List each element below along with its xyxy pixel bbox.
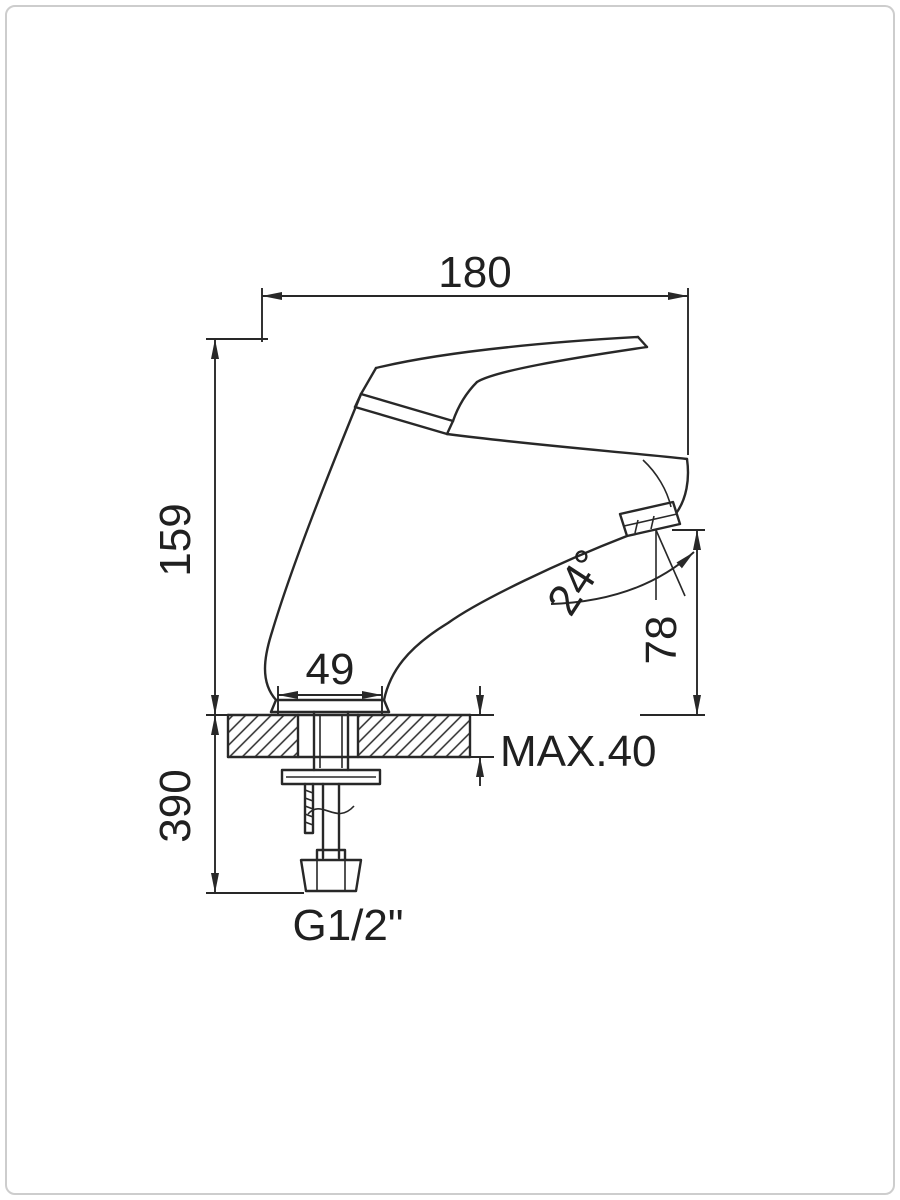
shank-thread-lines [319, 715, 343, 768]
dim-label-spout-angle: 24° [538, 541, 615, 623]
aerator-ticks [634, 515, 655, 534]
lock-nut [280, 768, 382, 786]
hose-collar [315, 848, 347, 862]
deck-hatch-left [228, 715, 298, 757]
spout-right-edge [675, 457, 690, 514]
faucet-body [263, 335, 690, 714]
cartridge-cover-top [359, 392, 455, 423]
dimension-below-deck-length: 390 [151, 715, 304, 894]
hex-nut-facets [316, 861, 346, 890]
lever-underside [475, 345, 649, 384]
thread-callout: G1/2" [292, 901, 403, 950]
dim-label-overall-width: 180 [438, 248, 511, 297]
underdeck-hardware [280, 710, 382, 893]
angle-ref-slanted [655, 529, 686, 597]
hose-break-squiggle [307, 805, 355, 815]
base-sides [269, 698, 391, 714]
connection-hex-nut [299, 858, 363, 893]
supply-hose [321, 782, 341, 860]
dimension-body-height: 159 [151, 338, 268, 716]
dimension-spout-angle: 24° [538, 529, 695, 624]
stud-thread-ticks [304, 789, 314, 826]
lever-back-edge [359, 366, 378, 396]
spout-inner-seam [642, 459, 672, 508]
lever-front-curve [451, 380, 479, 423]
spout-outlet-aerator [618, 500, 682, 538]
thread-size-label: G1/2" [292, 901, 403, 950]
body-underside-curve [382, 534, 629, 702]
dimension-deck-thickness: MAX.40 [470, 686, 657, 786]
deck-hatch-right [358, 715, 470, 757]
dimension-spout-height: 78 [637, 529, 705, 716]
dimension-base-width: 49 [277, 645, 383, 716]
dim-label-below-deck-length: 390 [151, 769, 200, 842]
mounting-shank [312, 710, 350, 772]
lever-tip [636, 335, 649, 349]
deck-section [226, 713, 472, 759]
aerator-inner-line [623, 513, 678, 527]
dim-label-deck-thickness: MAX.40 [500, 727, 657, 776]
cartridge-cover-bottom [353, 405, 449, 436]
dimension-overall-width: 180 [261, 248, 689, 455]
cartridge-right-joint [445, 419, 455, 436]
lever-top-edge [374, 335, 640, 370]
dim-label-spout-height: 78 [637, 616, 686, 665]
page-border [5, 5, 895, 1195]
dim-label-body-height: 159 [151, 503, 200, 576]
dim-label-base-width: 49 [306, 645, 355, 694]
spout-top-seam [445, 432, 689, 461]
angle-leader-arc [550, 551, 695, 605]
body-left-edge [263, 392, 363, 702]
